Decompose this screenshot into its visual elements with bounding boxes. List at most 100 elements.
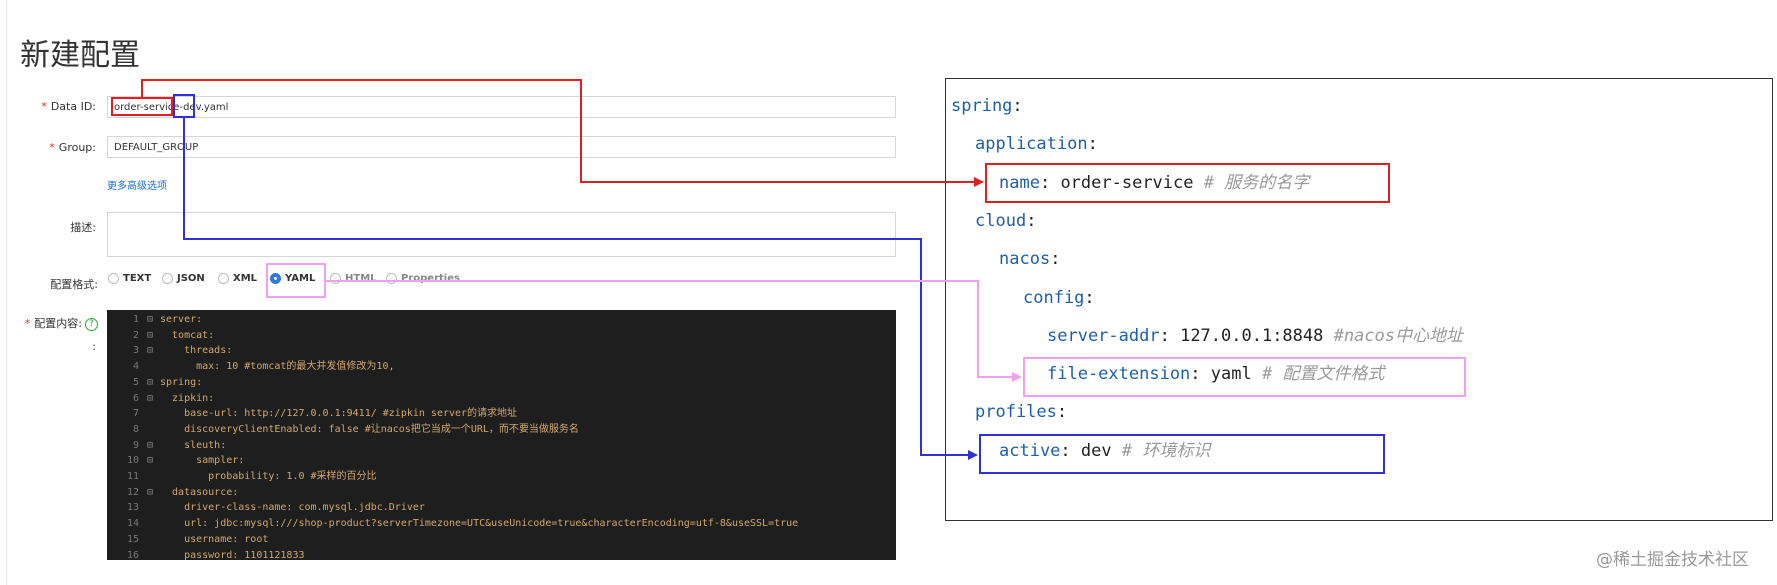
code-text: base-url: http://127.0.0.1:9411/ #zipkin… — [160, 408, 518, 420]
code-line: 8 discoveryClientEnabled: false #让nacos把… — [107, 422, 896, 438]
code-line: 13 driver-class-name: com.mysql.jdbc.Dri… — [107, 500, 896, 516]
fold-icon[interactable]: ⊟ — [147, 345, 154, 357]
description-textarea[interactable] — [107, 212, 896, 257]
line-number: 5 — [132, 376, 139, 388]
yaml-key: application — [975, 134, 1088, 155]
yaml-separator: : — [1084, 287, 1095, 308]
yaml-separator: : — [1060, 440, 1071, 461]
yaml-key: config — [1023, 287, 1085, 308]
highlight-yaml-radio — [266, 263, 326, 298]
yaml-line-application: application: — [975, 133, 1098, 155]
format-radio-html[interactable]: HTML — [330, 273, 377, 284]
yaml-panel: spring:application:name: order-service #… — [945, 78, 1773, 521]
yaml-line-config: config: — [1023, 287, 1095, 309]
code-line: 6 ⊟ zipkin: — [107, 391, 896, 407]
format-radio-properties[interactable]: Properties — [386, 273, 460, 284]
code-text: sleuth: — [160, 439, 227, 451]
code-text: sampler: — [160, 455, 245, 467]
code-text: probability: 1.0 #采样的百分比 — [160, 471, 377, 482]
yaml-comment: #nacos中心地址 — [1323, 325, 1464, 346]
group-input[interactable]: DEFAULT_GROUP — [107, 136, 896, 158]
code-line: 12⊟ datasource: — [107, 485, 896, 501]
format-label: 配置格式: — [50, 278, 98, 291]
radio-circle — [108, 273, 119, 284]
code-line: 10⊟ sampler: — [107, 453, 896, 469]
fold-icon[interactable]: ⊟ — [147, 455, 154, 467]
yaml-comment: # 环境标识 — [1111, 440, 1211, 461]
code-text: driver-class-name: com.mysql.jdbc.Driver — [160, 502, 425, 514]
line-number: 2 — [132, 329, 139, 341]
format-radio-text[interactable]: TEXT — [108, 273, 151, 284]
yaml-key: server-addr — [1047, 325, 1160, 346]
line-number: 7 — [132, 408, 139, 420]
line-number: 16 — [126, 549, 139, 561]
required-mark: * — [24, 317, 31, 330]
code-text: url: jdbc:mysql:///shop-product?serverTi… — [160, 518, 799, 530]
config-content-editor[interactable]: 1⊟server:2⊟ tomcat:3⊟ threads:4 max: 10 … — [107, 310, 896, 560]
line-number: 14 — [126, 518, 139, 530]
yaml-line-server-addr: server-addr: 127.0.0.1:8848 #nacos中心地址 — [1047, 325, 1463, 347]
yaml-separator: : — [1012, 96, 1023, 116]
yaml-separator: : — [1050, 249, 1061, 270]
code-text: max: 10 #tomcat的最大并发值修改为10, — [160, 361, 395, 373]
yaml-line-cloud: cloud: — [975, 210, 1036, 232]
fold-icon[interactable]: ⊟ — [147, 314, 154, 325]
code-line: 2 ⊟ tomcat: — [107, 328, 896, 344]
group-label: *Group: — [49, 141, 96, 154]
code-text: spring: — [160, 376, 203, 388]
arrow-service-name — [141, 79, 984, 187]
content-label: *配置内容:? — [14, 315, 98, 331]
code-text: zipkin: — [160, 392, 215, 404]
yaml-comment: # 服务的名字 — [1193, 172, 1310, 193]
content-label-suffix: : — [92, 340, 96, 353]
code-line: 16 password: 1101121833 — [107, 548, 896, 561]
code-line: 4 max: 10 #tomcat的最大并发值修改为10, — [107, 359, 896, 375]
yaml-separator: : — [1056, 402, 1068, 423]
yaml-key: file-extension — [1047, 364, 1191, 385]
advanced-options-link[interactable]: 更多高级选项 — [107, 181, 167, 192]
highlight-name-line — [985, 163, 1390, 203]
code-text: threads: — [160, 345, 233, 357]
line-number: 12 — [126, 486, 139, 498]
page-title: 新建配置 — [20, 38, 140, 73]
radio-circle-selected — [270, 273, 281, 284]
code-text: tomcat: — [160, 329, 215, 341]
required-mark: * — [49, 141, 55, 154]
yaml-line-name: name: order-service # 服务的名字 — [999, 172, 1309, 194]
code-line: 15 username: root — [107, 532, 896, 548]
fold-icon[interactable]: ⊟ — [147, 376, 154, 388]
highlight-profile — [173, 94, 195, 118]
yaml-line-nacos: nacos: — [999, 248, 1060, 270]
format-radio-json[interactable]: JSON — [162, 273, 205, 284]
yaml-value: 127.0.0.1:8848 — [1169, 325, 1324, 346]
line-number: 15 — [126, 533, 139, 545]
code-line: 5 ⊟ spring: — [107, 375, 896, 391]
line-number: 4 — [132, 361, 139, 373]
yaml-separator: : — [1159, 325, 1170, 346]
highlight-active-line — [979, 434, 1385, 474]
yaml-separator: : — [1087, 134, 1098, 155]
format-radio-xml[interactable]: XML — [218, 273, 257, 284]
line-number: 8 — [132, 423, 139, 435]
radio-circle — [330, 273, 341, 284]
line-number: 1 — [132, 314, 139, 325]
yaml-line-active: active: dev # 环境标识 — [999, 440, 1210, 462]
code-line: 7 base-url: http://127.0.0.1:9411/ #zipk… — [107, 406, 896, 422]
code-line: 9⊟ sleuth: — [107, 438, 896, 454]
line-number: 6 — [132, 392, 139, 404]
arrow-file-extension — [325, 280, 1022, 382]
fold-icon[interactable]: ⊟ — [147, 439, 154, 451]
format-radio-yaml[interactable]: YAML — [270, 273, 315, 284]
help-icon[interactable]: ? — [85, 317, 98, 331]
code-line: 11 probability: 1.0 #采样的百分比 — [107, 469, 896, 485]
fold-icon[interactable]: ⊟ — [147, 486, 154, 498]
fold-icon[interactable]: ⊟ — [147, 329, 154, 341]
yaml-separator: : — [1190, 364, 1201, 385]
code-line: 1⊟server: — [107, 312, 896, 328]
yaml-line-spring: spring: — [951, 95, 1023, 117]
highlight-file-extension-line — [1023, 357, 1466, 397]
radio-circle — [386, 273, 397, 284]
fold-icon[interactable]: ⊟ — [147, 392, 154, 404]
yaml-key: spring — [951, 96, 1013, 116]
yaml-key: name — [999, 172, 1040, 193]
